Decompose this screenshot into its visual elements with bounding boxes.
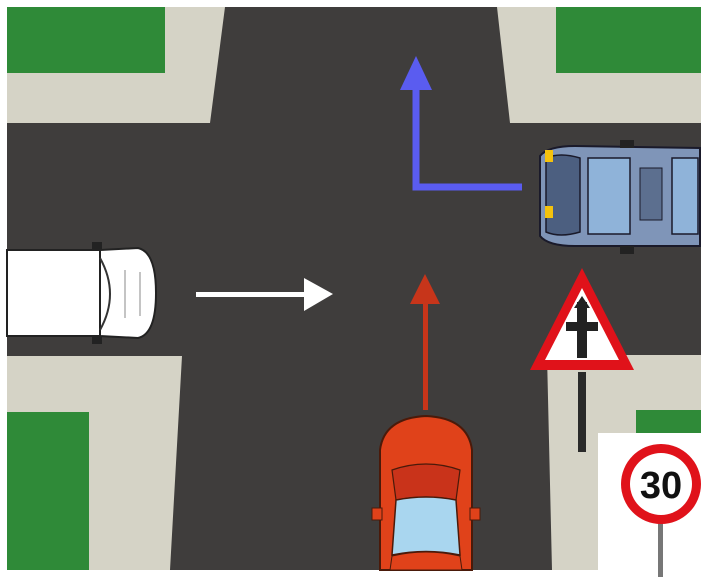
red-car [372, 416, 480, 570]
grass-top-right [556, 7, 701, 73]
blue-suv [540, 140, 700, 254]
white-van [7, 242, 156, 344]
grass-top-left [7, 7, 165, 73]
grass-bottom-left [7, 412, 89, 570]
speed-limit-value: 30 [640, 465, 682, 507]
speed-limit-sign: 30 [598, 433, 708, 577]
